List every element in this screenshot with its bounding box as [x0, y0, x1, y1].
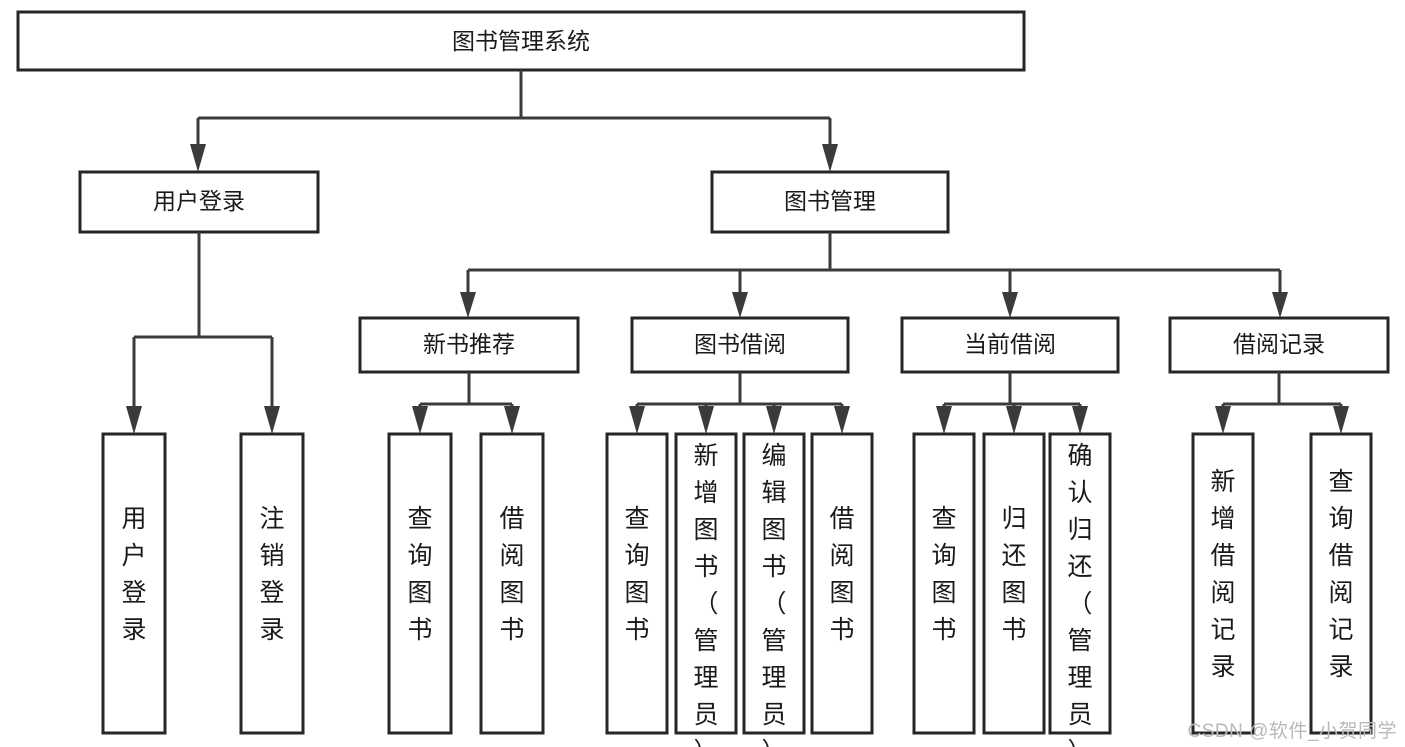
arrow-icon — [698, 406, 714, 434]
node-root[interactable]: 图书管理系统 — [16, 10, 1026, 72]
leaf-label: 查询图书 — [931, 505, 956, 644]
node-user-login[interactable]: 用户登录 — [78, 170, 320, 234]
leaf-label: 借阅图书 — [829, 505, 854, 644]
arrow-icon — [629, 406, 645, 434]
leaf-label: 查询图书 — [624, 505, 649, 644]
node-current-borrow-rect — [900, 316, 1120, 374]
node-new-book-recommend-rect — [358, 316, 580, 374]
leaf-current-borrow-1[interactable]: 归还图书 — [982, 432, 1046, 735]
node-book-management-label: 图书管理 — [784, 188, 876, 214]
connector-current-borrow-to-leaves — [936, 372, 1088, 434]
node-new-book-recommend[interactable]: 新书推荐 — [358, 316, 580, 374]
leaf-user-login-0[interactable]: 用户登录 — [101, 432, 167, 735]
connector-root-to-level2 — [190, 70, 838, 172]
arrow-icon — [822, 144, 838, 172]
leaf-label: 归还图书 — [1001, 505, 1026, 644]
leaf-label: 编辑图书（管理员） — [761, 442, 786, 747]
leaf-rect — [1048, 432, 1112, 735]
leaf-label: 查询借阅记录 — [1328, 468, 1353, 681]
arrow-icon — [126, 406, 142, 434]
leaf-book-borrow-1[interactable]: 新增图书（管理员） — [674, 432, 738, 747]
leaf-current-borrow-0[interactable]: 查询图书 — [912, 432, 976, 735]
arrow-icon — [504, 406, 520, 434]
arrow-icon — [1072, 406, 1088, 434]
node-current-borrow-label: 当前借阅 — [964, 331, 1056, 357]
leaf-label: 新增图书（管理员） — [693, 442, 718, 747]
node-borrow-record[interactable]: 借阅记录 — [1168, 316, 1390, 374]
connector-book-borrow-to-leaves — [629, 372, 850, 434]
leaf-rect — [239, 432, 305, 735]
arrow-icon — [1333, 406, 1349, 434]
arrow-icon — [732, 292, 748, 318]
leaf-label: 新增借阅记录 — [1210, 468, 1235, 681]
leaf-rect — [479, 432, 545, 735]
node-root-label: 图书管理系统 — [452, 28, 590, 54]
arrow-icon — [264, 406, 280, 434]
arrow-icon — [460, 292, 476, 318]
leaf-book-borrow-0[interactable]: 查询图书 — [605, 432, 669, 735]
node-current-borrow[interactable]: 当前借阅 — [900, 316, 1120, 374]
leaf-label: 用户登录 — [121, 505, 146, 644]
leaf-new-book-recommend-1[interactable]: 借阅图书 — [479, 432, 545, 735]
leaf-book-borrow-2[interactable]: 编辑图书（管理员） — [742, 432, 806, 747]
arrow-icon — [834, 406, 850, 434]
leaf-rect — [1309, 432, 1373, 735]
arrow-icon — [412, 406, 428, 434]
arrow-icon — [1215, 406, 1231, 434]
node-book-borrow[interactable]: 图书借阅 — [630, 316, 850, 374]
node-user-login-rect — [78, 170, 320, 234]
leaf-rect — [912, 432, 976, 735]
leaf-user-login-1[interactable]: 注销登录 — [239, 432, 305, 735]
node-borrow-record-label: 借阅记录 — [1233, 331, 1325, 357]
leaf-borrow-record-0[interactable]: 新增借阅记录 — [1191, 432, 1255, 735]
node-user-login-label: 用户登录 — [153, 188, 245, 214]
node-new-book-recommend-label: 新书推荐 — [423, 331, 515, 357]
node-book-borrow-label: 图书借阅 — [694, 331, 786, 357]
leaf-rect — [810, 432, 874, 735]
leaf-rect — [742, 432, 806, 735]
leaf-rect — [1191, 432, 1255, 735]
arrow-icon — [936, 406, 952, 434]
arrow-icon — [766, 406, 782, 434]
node-root-rect — [16, 10, 1026, 72]
leaf-new-book-recommend-0[interactable]: 查询图书 — [387, 432, 453, 735]
leaf-label: 查询图书 — [407, 505, 432, 644]
connector-new-book-recommend-to-leaves — [412, 372, 520, 434]
connector-user-login-to-leaves — [126, 232, 280, 434]
node-book-management[interactable]: 图书管理 — [710, 170, 950, 234]
leaf-label: 确认归还（管理员） — [1067, 442, 1092, 747]
leaf-rect — [674, 432, 738, 735]
leaf-rect — [982, 432, 1046, 735]
leaf-label: 注销登录 — [259, 505, 284, 644]
leaf-rect — [387, 432, 453, 735]
connector-book-management-to-level3 — [460, 232, 1288, 318]
arrow-icon — [190, 144, 206, 172]
leaf-borrow-record-1[interactable]: 查询借阅记录 — [1309, 432, 1373, 735]
arrow-icon — [1272, 292, 1288, 318]
leaf-current-borrow-2[interactable]: 确认归还（管理员） — [1048, 432, 1112, 747]
leaf-book-borrow-3[interactable]: 借阅图书 — [810, 432, 874, 735]
arrow-icon — [1006, 406, 1022, 434]
arrow-icon — [1002, 292, 1018, 318]
leaf-rect — [101, 432, 167, 735]
leaf-label: 借阅图书 — [499, 505, 524, 644]
connector-borrow-record-to-leaves — [1215, 372, 1349, 434]
leaf-rect — [605, 432, 669, 735]
